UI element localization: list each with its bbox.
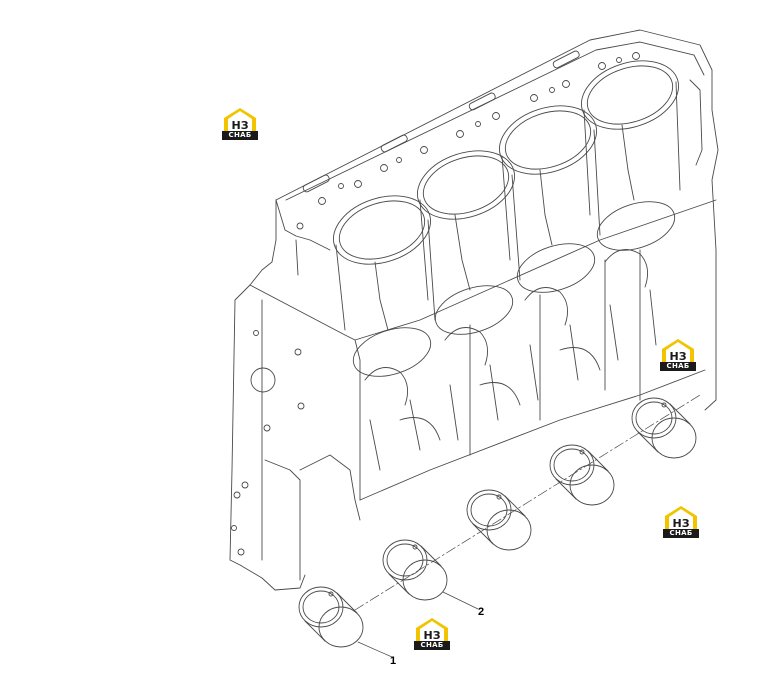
watermark-logo-icon: НЗ СНАБ xyxy=(414,616,450,650)
engine-block xyxy=(229,29,719,591)
leader-line-2 xyxy=(442,591,479,610)
svg-text:НЗ: НЗ xyxy=(669,350,686,363)
watermark-logo-icon: НЗ СНАБ xyxy=(660,337,696,371)
bearing-shell-1 xyxy=(298,586,364,648)
bearing-shells xyxy=(298,394,701,658)
svg-text:НЗ: НЗ xyxy=(672,517,689,530)
watermark-caption: СНАБ xyxy=(663,529,699,538)
watermark-caption: СНАБ xyxy=(660,362,696,371)
svg-text:НЗ: НЗ xyxy=(231,119,248,132)
watermark-logo-icon: НЗ СНАБ xyxy=(222,106,258,140)
watermark-caption: СНАБ xyxy=(414,641,450,650)
svg-text:НЗ: НЗ xyxy=(423,629,440,642)
leader-line-1 xyxy=(357,641,393,658)
watermark-logo-icon: НЗ СНАБ xyxy=(663,504,699,538)
crank-axis-line xyxy=(354,394,701,611)
bearing-shell-5 xyxy=(631,397,697,459)
watermark-caption: СНАБ xyxy=(222,131,258,140)
bearing-shell-2 xyxy=(382,539,448,601)
bearing-shell-4 xyxy=(549,444,615,506)
callout-1: 1 xyxy=(390,655,397,667)
callout-2: 2 xyxy=(478,606,485,618)
bearing-shell-3 xyxy=(466,489,532,551)
